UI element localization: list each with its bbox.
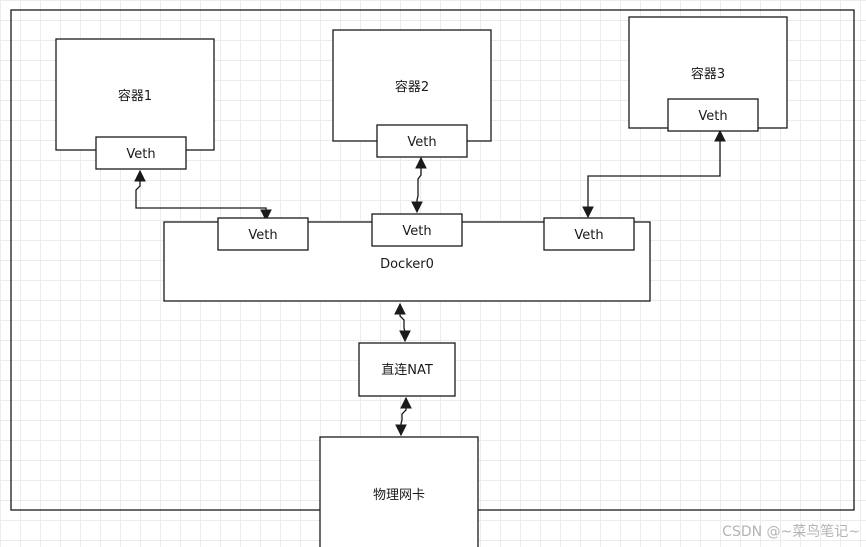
nat-box <box>358 342 456 397</box>
container-2-veth-box <box>376 124 468 158</box>
nat-label: 直连NAT <box>381 362 433 378</box>
bridge-veth-2-label: Veth <box>402 224 431 239</box>
container-3-veth-label: Veth <box>698 109 727 124</box>
bridge-veth-1-box <box>217 217 309 251</box>
container-2: 容器2 Veth <box>332 29 492 158</box>
container-3-veth-box <box>667 98 759 132</box>
link-container2-bridge <box>411 156 427 214</box>
container-3: 容器3 Veth <box>628 16 788 132</box>
container-1-box <box>55 38 215 151</box>
nic-box <box>319 436 479 547</box>
container-1-veth-box <box>95 136 187 170</box>
nic-node: 物理网卡 <box>319 436 479 547</box>
container-2-label: 容器2 <box>395 79 429 95</box>
bridge-veth-3-box <box>543 217 635 251</box>
csdn-watermark: CSDN @~菜鸟笔记~ <box>722 524 860 540</box>
bridge-veth-3-label: Veth <box>574 228 603 243</box>
link-container1-bridge <box>134 169 272 222</box>
bridge-veth-2-box <box>371 213 463 247</box>
container-1: 容器1 Veth <box>55 38 215 170</box>
container-3-label: 容器3 <box>691 66 725 82</box>
container-2-box <box>332 29 492 142</box>
container-2-veth-label: Veth <box>407 135 436 150</box>
container-1-veth-label: Veth <box>126 147 155 162</box>
docker0-bridge: Docker0 Veth Veth Veth <box>163 213 651 302</box>
container-1-label: 容器1 <box>118 88 152 104</box>
link-bridge-nat <box>394 302 411 343</box>
bridge-veth-1-label: Veth <box>248 228 277 243</box>
link-nat-nic <box>395 396 412 437</box>
nic-label: 物理网卡 <box>373 488 425 503</box>
nat-node: 直连NAT <box>358 342 456 397</box>
link-container3-bridge <box>582 129 726 219</box>
docker0-label: Docker0 <box>380 257 434 272</box>
